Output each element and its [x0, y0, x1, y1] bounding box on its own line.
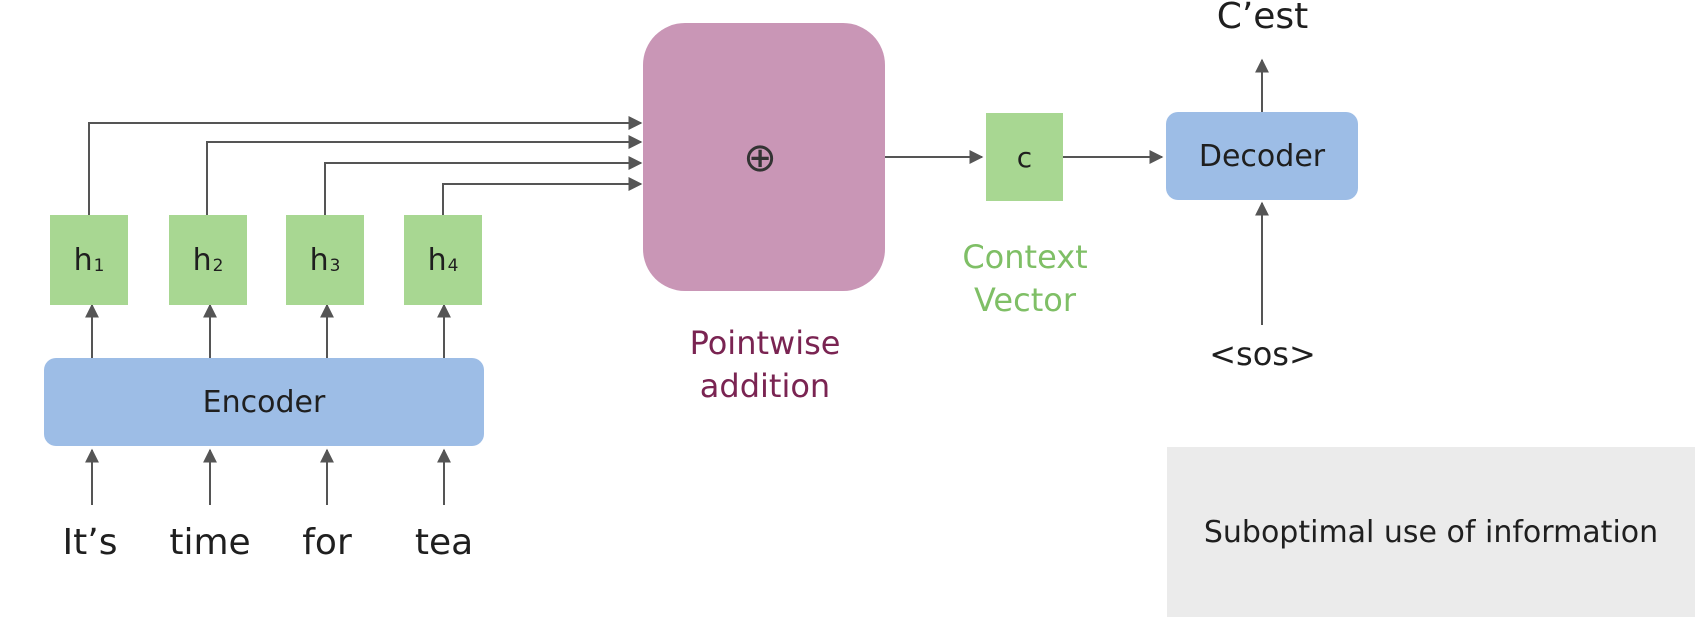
h3-to-pointwise-arrow [324, 156, 643, 215]
decoder-output-word: C’est [1216, 0, 1309, 37]
pointwise-addition-block [643, 23, 885, 291]
h3-subscript: 3 [329, 256, 341, 276]
h4-base: h [427, 242, 447, 278]
h1-subscript: 1 [93, 256, 105, 276]
h4-subscript: 4 [447, 256, 459, 276]
suboptimal-callout: Suboptimal use of information [1167, 447, 1695, 617]
context-label-line2: Vector [974, 281, 1076, 320]
input-word-3: for [302, 522, 352, 563]
decoder-input-token: <sos> [1209, 335, 1316, 373]
decoder-box: Decoder [1166, 112, 1358, 200]
decoder-label: Decoder [1198, 138, 1326, 174]
callout-text: Suboptimal use of information [1203, 514, 1659, 550]
plus-operator-icon: ⊕ [743, 135, 777, 181]
h2-to-pointwise-arrow [206, 135, 643, 215]
context-vector-box: c [986, 113, 1063, 201]
h4-to-pointwise-arrow [442, 177, 643, 215]
h1-to-pointwise-arrow [88, 116, 643, 215]
context-vector-label: Context Vector [930, 236, 1120, 322]
h2-base: h [192, 242, 212, 278]
pointwise-label: Pointwise addition [640, 322, 890, 408]
encoder-box: Encoder [44, 358, 484, 446]
h1-base: h [73, 242, 93, 278]
h2-subscript: 2 [212, 256, 224, 276]
input-word-2: time [169, 522, 251, 563]
h3-base: h [309, 242, 329, 278]
encoder-label: Encoder [202, 384, 326, 420]
pointwise-label-line1: Pointwise [689, 324, 841, 362]
context-box-label: c [1016, 140, 1033, 174]
input-word-4: tea [414, 522, 474, 563]
input-word-1: It’s [62, 522, 118, 563]
pointwise-label-line2: addition [699, 367, 831, 406]
context-label-line1: Context [962, 238, 1088, 276]
